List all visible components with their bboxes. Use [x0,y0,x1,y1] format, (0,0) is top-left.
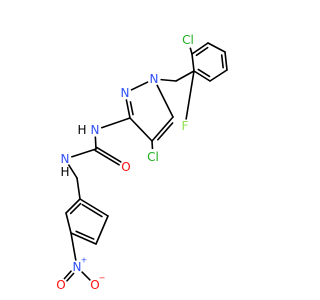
atom-background [178,119,192,133]
atom-label-n1: N [150,72,159,86]
atom-label-n3: N [73,260,82,274]
atom-background [118,86,132,100]
bond-p4-n3 [70,232,77,261]
bond-n3-o3 [81,271,91,281]
atom-background [58,152,72,166]
bond-p2-p3 [65,198,81,214]
bond-b3-b4-second [220,54,224,69]
bond-p4-p5-second [75,230,95,240]
bond-b1-b2-second [195,46,209,57]
bond-n3-o2-second [66,272,75,282]
charge-o3: − [99,274,106,283]
bond-n3-o2 [63,270,72,280]
atom-o1: O [119,160,133,174]
bond-layer [63,42,228,282]
atom-label-cl1: Cl [182,33,194,47]
bond-cu-nh2 [70,148,97,158]
bond-b5-b6-second [197,68,211,78]
atom-background [119,160,133,174]
atom-background [88,278,102,292]
charge-n3: + [81,256,88,265]
bond-p1-p2 [76,177,81,200]
atom-n1: N [147,72,161,86]
bond-b1-b2 [191,42,209,55]
atom-nh1: NH [77,123,102,137]
bond-n2-c5 [125,99,131,119]
bond-n2-c5-second [129,101,134,116]
atom-label-o2: O [56,278,65,292]
atom-label-n2: N [121,86,130,100]
atom-label-o1: O [121,160,130,174]
atom-f1: F [178,119,192,133]
bond-n1-n2 [130,81,149,91]
bond-b6-f1 [185,70,195,120]
bond-ch2-n1 [160,78,177,82]
atom-background [145,149,161,165]
bond-b1-cl1 [189,45,193,55]
bond-p6-p2 [79,198,109,217]
bond-b4-b5 [209,69,228,82]
atom-background [70,260,84,274]
atom-background [180,32,196,48]
bond-p4-p5 [70,232,97,245]
bond-c4-c3-second [157,122,174,141]
atom-label-cl2: Cl [147,150,159,164]
atom-nh2: NH [58,152,72,179]
bond-nh1-cu [94,136,97,150]
bond-b2-b3 [207,42,226,53]
bond-cu-o1 [94,149,120,166]
atom-o3: O− [88,274,106,292]
bond-c4-c3 [151,116,174,142]
bond-b5-b6 [193,70,211,82]
bond-b3-b4 [224,51,228,71]
atom-cl2: Cl [145,149,161,165]
hydrogen-label-nh2: H [60,165,69,179]
bond-p6-p2-second [81,203,103,218]
atom-label-o3: O [90,278,99,292]
atom-o2: O [54,278,68,292]
bond-nh2-p1 [67,164,78,179]
bond-b6-b1 [191,53,195,72]
bond-p2-p3-second [69,202,82,215]
bond-p3-p4 [65,212,72,234]
atom-label-nh2: N [61,152,70,166]
bond-c3-n1 [156,84,174,118]
atom-background [147,72,161,86]
bond-b6-ch2 [175,70,195,82]
atom-n3: N+ [70,256,88,274]
atom-label-f1: F [182,119,189,133]
bond-c5-c4 [129,117,153,142]
bond-c5-nh1 [100,117,131,129]
bond-c4-cl2 [151,140,154,151]
atom-n2: N [118,86,132,100]
atom-label-nh1: N [91,123,100,137]
atom-cl1: Cl [180,32,196,48]
atom-background [54,278,68,292]
hydrogen-label-nh1: H [77,123,86,137]
atom-background [88,123,102,137]
bond-cu-o1-second [96,146,122,163]
bond-p5-p6 [95,215,109,245]
